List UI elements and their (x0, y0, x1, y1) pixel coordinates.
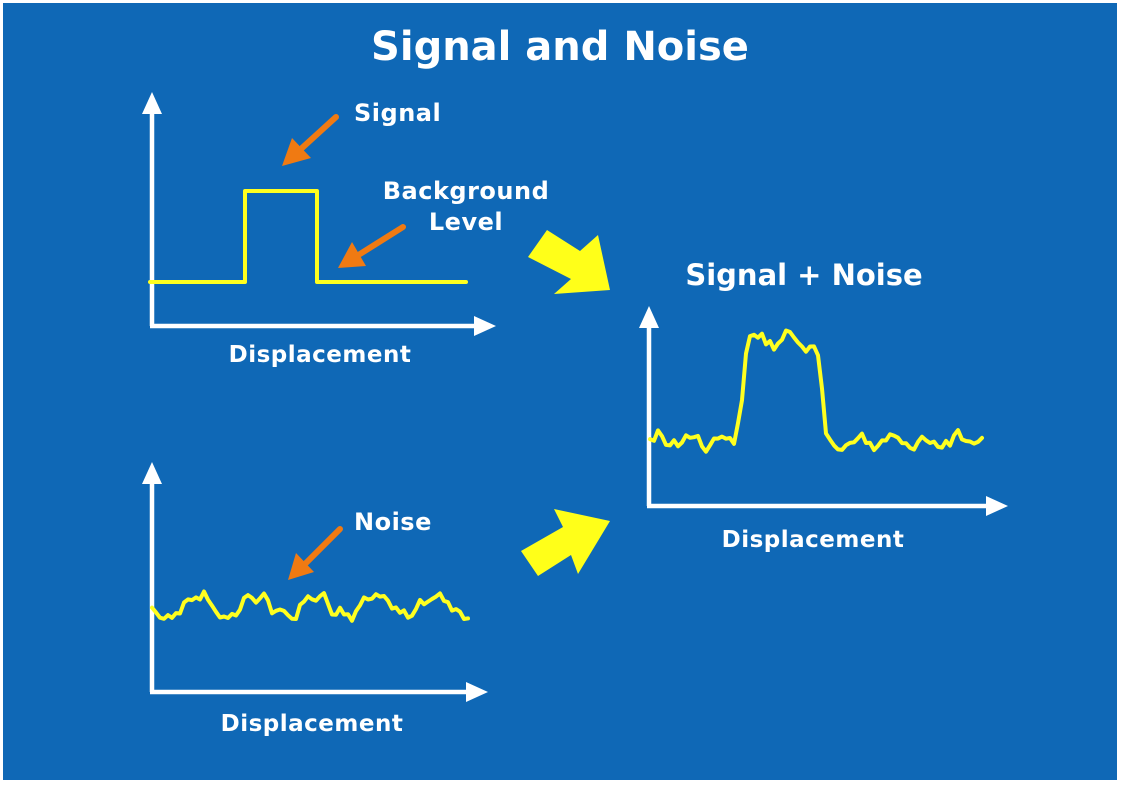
noise-y-axis (142, 462, 162, 692)
signal-pointer-arrow-icon (282, 114, 339, 166)
y-axis-arrowhead-icon (142, 462, 162, 484)
signal-y-axis (142, 92, 162, 326)
y-axis-arrowhead-icon (639, 306, 659, 328)
combined-panel: Signal + Noise Displacement (639, 258, 1008, 553)
signal-x-axis (150, 316, 496, 336)
noise-x-axis (150, 682, 488, 702)
noise-x-axis-label: Displacement (221, 711, 404, 737)
combined-heading: Signal + Noise (685, 258, 922, 292)
flow-arrow-top-icon (528, 230, 610, 294)
x-axis-arrowhead-icon (474, 316, 496, 336)
background-annotation-line2: Level (429, 208, 503, 236)
signal-annotation: Signal (354, 99, 441, 127)
x-axis-arrowhead-icon (466, 682, 488, 702)
y-axis-arrowhead-icon (142, 92, 162, 114)
background-annotation-line1: Background (383, 177, 550, 205)
combined-x-axis (647, 496, 1008, 516)
signal-panel: Signal Background Level Displacement (142, 92, 549, 368)
flow-arrow-bottom-icon (521, 509, 610, 576)
noise-trace (150, 589, 470, 623)
diagram-background (3, 3, 1117, 780)
signal-trace (148, 189, 468, 284)
combined-y-axis (639, 306, 659, 506)
page-title: Signal and Noise (371, 24, 749, 70)
signal-x-axis-label: Displacement (229, 342, 412, 368)
combined-x-axis-label: Displacement (722, 527, 905, 553)
noise-annotation: Noise (354, 508, 432, 536)
noise-panel: Noise Displacement (142, 462, 488, 737)
combined-trace (648, 328, 984, 454)
noise-pointer-arrow-icon (288, 526, 343, 580)
x-axis-arrowhead-icon (986, 496, 1008, 516)
background-pointer-arrow-icon (338, 224, 406, 268)
